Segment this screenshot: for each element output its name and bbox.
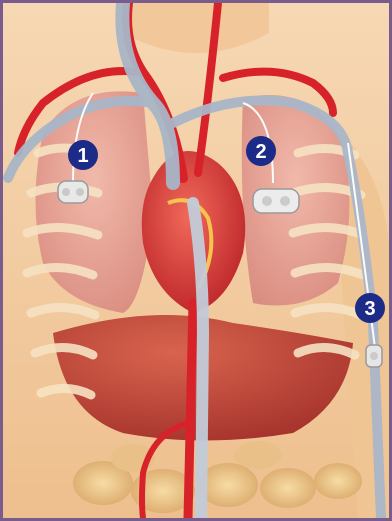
port-device-1: [58, 181, 88, 203]
marker-2-label: 2: [255, 141, 266, 163]
port-device-2: [253, 189, 299, 213]
marker-1: 1: [68, 140, 98, 170]
marker-1-label: 1: [77, 145, 88, 167]
marker-2: 2: [246, 136, 276, 166]
port-device-3: [366, 345, 382, 367]
marker-3-label: 3: [364, 298, 375, 320]
marker-3: 3: [355, 293, 385, 323]
torso-illustration: 1 2 3: [3, 3, 389, 518]
